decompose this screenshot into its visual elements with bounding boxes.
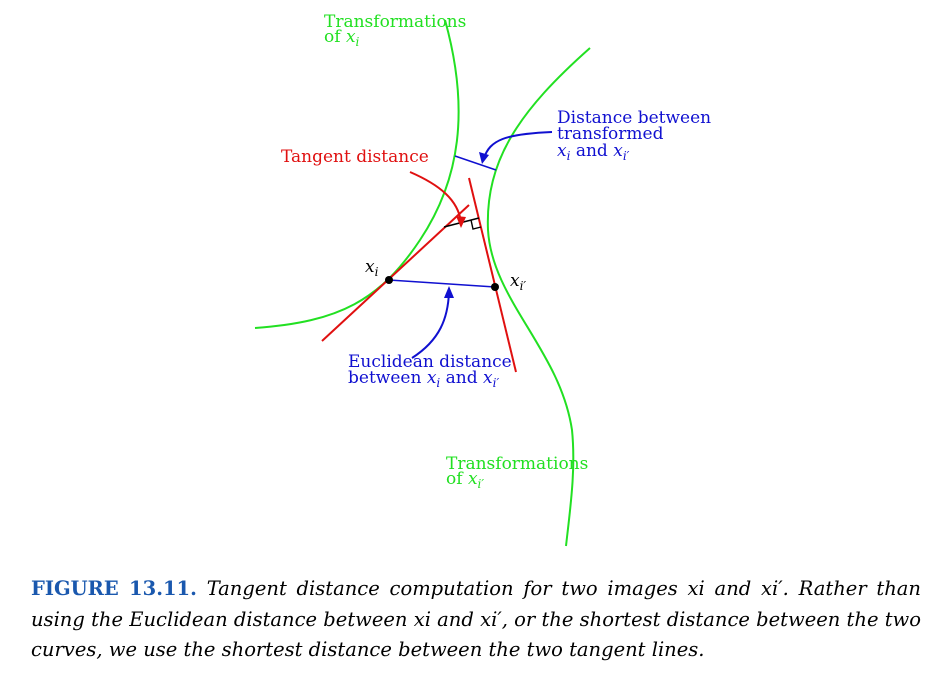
- figure-label: FIGURE 13.11.: [31, 577, 197, 600]
- label-distance-between-line2: transformed: [557, 124, 664, 144]
- label-transformations-xiprime-line2: of xi′: [446, 469, 484, 491]
- label-point-xiprime: xi′: [510, 271, 526, 293]
- tangent-line-xiprime: [468, 177, 517, 373]
- tangent-distance-diagram: Transformations of xi Tangent distance D…: [254, 12, 711, 547]
- curve-distance-arrowhead: [479, 152, 489, 164]
- tangent-line-xi: [321, 204, 470, 342]
- point-xi: [385, 276, 393, 284]
- label-euclidean-line2: between xi and xi′: [348, 368, 499, 390]
- right-angle-marker: [470, 219, 482, 230]
- figure-caption: FIGURE 13.11. Tangent distance computati…: [31, 574, 921, 666]
- curve-distance-segment: [454, 155, 497, 171]
- label-euclidean-line1: Euclidean distance: [348, 352, 512, 372]
- point-xiprime: [491, 283, 499, 291]
- euclidean-distance-arrowhead: [444, 286, 454, 298]
- transformations-curve-xi: [254, 19, 460, 329]
- label-point-xi: xi: [365, 257, 379, 279]
- curve-distance-arrow: [483, 131, 553, 159]
- label-transformations-xi-line2: of xi: [324, 27, 360, 49]
- label-tangent-distance: Tangent distance: [281, 147, 429, 167]
- transformations-curve-xiprime: [486, 47, 591, 547]
- label-distance-between-line3: xi and xi′: [557, 141, 630, 163]
- euclidean-distance-arrow: [411, 291, 450, 359]
- euclidean-distance-segment: [388, 279, 496, 288]
- label-transformations-xi-line1: Transformations: [324, 12, 466, 32]
- tangent-distance-arrow: [409, 171, 462, 223]
- tangent-distance-arrowhead: [456, 216, 466, 228]
- label-transformations-xiprime-line1: Transformations: [446, 454, 588, 474]
- label-distance-between-line1: Distance between: [557, 108, 711, 128]
- caption-text: Tangent distance computation for two ima…: [31, 577, 921, 661]
